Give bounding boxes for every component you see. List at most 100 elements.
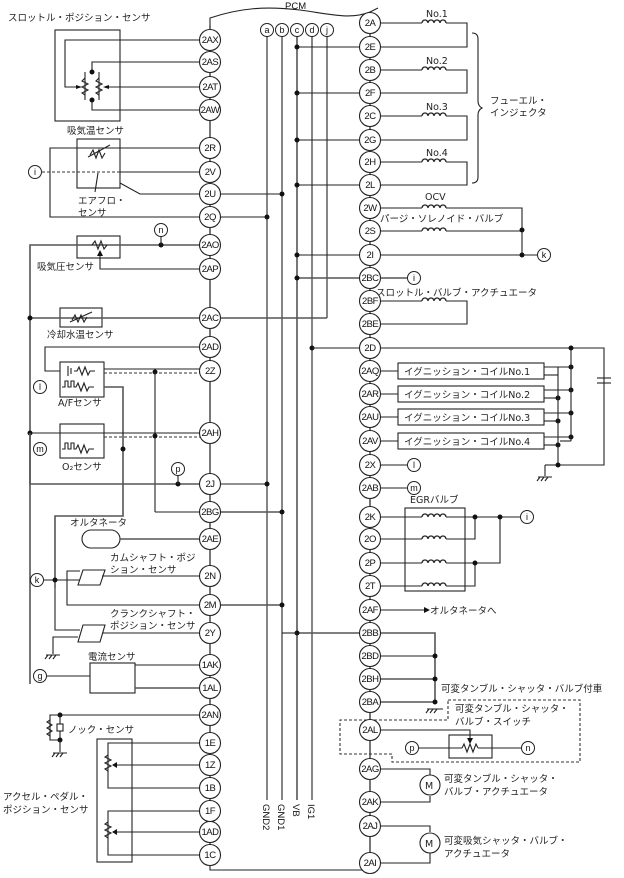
pin-label: 2AC [202,313,220,324]
pin-label: 2N [204,571,216,582]
pin-label: 2AN [202,710,220,721]
pin-label: 2AR [362,389,380,400]
svg-text:i: i [526,512,528,522]
ocv-purge: OCV パージ・ソレノイド・バルブ [380,192,538,258]
svg-text:g: g [37,671,42,681]
svg-text:O₂センサ: O₂センサ [62,462,102,473]
pin-label: 2O [364,534,376,545]
svg-text:ション・センサ: ション・センサ [110,565,177,576]
throttle-actuator: スロットル・バルブ・アクチュエータ [376,277,537,325]
pin-2bf: 2BF [358,289,382,313]
svg-text:冷却水温センサ: 冷却水温センサ [47,329,114,341]
ignition-coil-2: イグニッション・コイルNo.2 [380,385,574,403]
connector-tag-n: n [521,741,535,755]
connector-tag-g: g [33,669,47,683]
pin-label: 2R [204,143,216,154]
svg-text:ポジション・センサ: ポジション・センサ [3,805,89,816]
ignition-coil-4: イグニッション・コイルNo.4 [380,432,574,450]
left-to-bus-wires [220,191,327,634]
pin-2ag: 2AG [358,757,382,781]
connector-tag-n: n [154,223,168,237]
pin-label: 2F [365,88,376,99]
tumble-actuator: M 可変タンブル・シャッタ・ バルブ・アクチュエータ [380,768,558,803]
pin-label: 1Z [205,760,216,771]
pin-label: 2Z [205,366,216,377]
left-pin-column: 2AX2AS2AT2AW2R2V2U2Q2AO2AP2AC2AD2Z2AH2J2… [198,28,222,867]
svg-text:OCV: OCV [425,192,446,203]
svg-text:エアフロ・: エアフロ・ [78,196,126,207]
pin-label: 2G [364,135,376,146]
pin-label: 2L [365,180,375,191]
pin-label: 2U [204,189,216,200]
pin-2ao: 2AO [198,233,222,257]
svg-text:パージ・ソレノイド・バルブ: パージ・ソレノイド・バルブ [380,213,504,225]
pin-2aw: 2AW [198,98,222,122]
pin-2x-2ab-wires [380,464,410,489]
pin-2x: 2X [358,453,382,477]
svg-text:ノック・センサ: ノック・センサ [68,725,134,736]
pin-2bh: 2BH [358,667,382,691]
svg-text:b: b [279,25,284,35]
svg-text:スロットル・バルブ・アクチュエータ: スロットル・バルブ・アクチュエータ [376,287,537,299]
pin-label: 2AV [362,436,379,447]
pin-2bg: 2BG [198,500,222,524]
pin-2m: 2M [198,593,222,617]
camshaft-sensor: カムシャフト・ポジ ション・センサ [43,553,200,606]
pin-2z: 2Z [198,359,222,383]
svg-text:オルタネータ: オルタネータ [70,518,127,529]
intake-air-temp-sensor: 吸気温センサ エアフロ・ センサ [42,125,200,219]
to-alternator: オルタネータへ [380,606,497,617]
pin-1b: 1B [198,776,222,800]
pin-2j: 2J [198,472,222,496]
svg-text:M: M [425,839,433,850]
pin-2g: 2G [358,128,382,152]
pin-label: 1E [205,738,216,749]
pin-label: 2BF [362,296,379,307]
pin-label: 2AX [202,35,220,46]
pin-2b: 2B [358,58,382,82]
pin-2av: 2AV [358,429,382,453]
connector-tag-i: i [520,510,534,524]
ignition-coil-1: イグニッション・コイルNo.1 [380,362,574,380]
current-sensor: 電流センサ [46,651,200,694]
svg-text:イグニッション・コイルNo.2: イグニッション・コイルNo.2 [404,389,530,401]
svg-text:k: k [35,575,40,585]
svg-text:可変タンブル・シャッタ・: 可変タンブル・シャッタ・ [455,703,569,715]
bus-tag-d: d [305,23,319,37]
pin-2y: 2Y [198,621,222,645]
svg-text:スロットル・ポジション・センサ: スロットル・ポジション・センサ [8,13,151,24]
pin-2q: 2Q [198,205,222,229]
bus-tag-a: a [260,23,274,37]
svg-text:カムシャフト・ポジ: カムシャフト・ポジ [110,553,196,564]
pin-label: 2V [205,167,217,178]
connector-tag-p: p [171,462,185,476]
pin-label: 2J [205,479,215,490]
pin-2ad: 2AD [198,335,222,359]
pin-label: 2AK [362,797,380,808]
svg-text:c: c [295,25,300,35]
pin-label: 2H [364,157,376,168]
pin-label: 2I [367,250,374,261]
pin-2bc: 2BC [358,266,382,290]
pin-label: 2AG [361,764,379,775]
pin-2a: 2A [358,11,382,35]
connector-tag-p: p [405,741,419,755]
pin-label: 2AP [202,264,219,275]
pin-1ak: 1AK [198,653,222,677]
pin-label: 1AL [202,683,218,694]
pin-1z: 1Z [198,753,222,777]
pin-1ad: 1AD [198,820,222,844]
pin-2d: 2D [358,336,382,360]
pin-2bd: 2BD [358,644,382,668]
pin-label: 1C [204,850,216,861]
pin-2o: 2O [358,527,382,551]
svg-text:アクチュエータ: アクチュエータ [444,849,510,860]
pin-label: 2Q [204,212,216,223]
svg-text:バルブ・スイッチ: バルブ・スイッチ [455,716,531,728]
pin-label: 1B [205,783,216,794]
bus-label-gnd1: GND1 [275,804,286,830]
connector-tag-i: i [407,271,421,285]
